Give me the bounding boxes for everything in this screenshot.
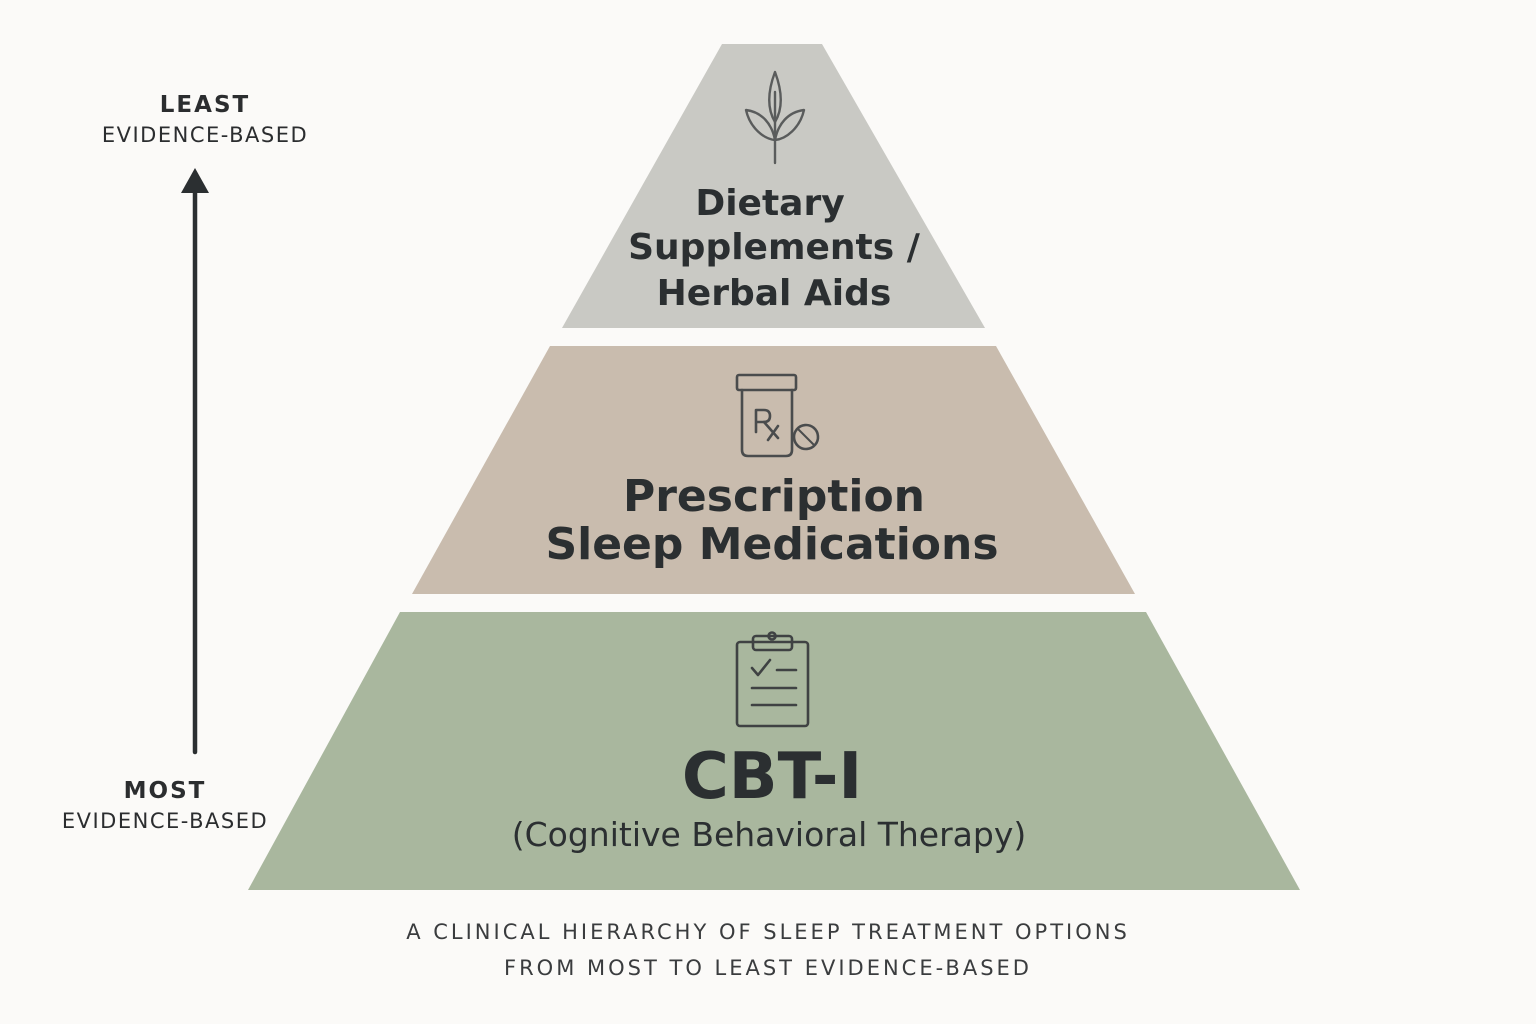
- axis-label-most: MOST EVIDENCE-BASED: [40, 776, 290, 836]
- axis-least-sub: EVIDENCE-BASED: [101, 123, 309, 147]
- axis-most-strong: MOST: [123, 778, 207, 804]
- plant-sprout-icon: [744, 70, 806, 165]
- evidence-arrow: [181, 168, 209, 755]
- tier-middle-shape: [412, 346, 1135, 594]
- axis-most-sub: EVIDENCE-BASED: [61, 809, 269, 833]
- axis-least-strong: LEAST: [159, 92, 251, 118]
- tier-bottom-title: CBT-I: [682, 740, 862, 814]
- tier-middle-label-line2: Sleep Medications: [545, 519, 998, 570]
- tier-bottom-subtitle: (Cognitive Behavioral Therapy): [512, 815, 1027, 854]
- tier-top-label-line1: Dietary: [695, 183, 844, 224]
- caption-line2: FROM MOST TO LEAST EVIDENCE-BASED: [504, 956, 1032, 980]
- caption-line1: A CLINICAL HIERARCHY OF SLEEP TREATMENT …: [406, 920, 1130, 944]
- clipboard-checklist-icon: [735, 631, 810, 728]
- tier-top-label-line3: Herbal Aids: [657, 273, 892, 314]
- tier-middle-label-line1: Prescription: [623, 471, 925, 522]
- prescription-bottle-icon: [735, 373, 820, 458]
- tier-top-shape: [562, 44, 985, 328]
- tier-top-label-line2: Supplements /: [628, 227, 921, 268]
- axis-label-least: LEAST EVIDENCE-BASED: [80, 90, 330, 150]
- tier-bottom-shape: [248, 612, 1300, 890]
- diagram-caption: A CLINICAL HIERARCHY OF SLEEP TREATMENT …: [268, 914, 1268, 986]
